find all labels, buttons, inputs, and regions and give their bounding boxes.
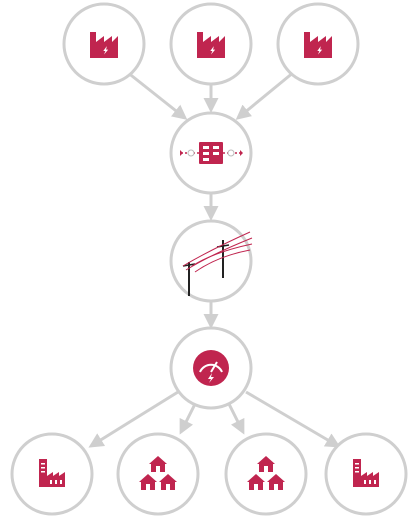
node-meter bbox=[169, 326, 253, 410]
factory-icon bbox=[90, 32, 118, 58]
edge-meter-industrial2 bbox=[245, 390, 341, 448]
connector-lines bbox=[88, 70, 341, 448]
edge-plant1-substation bbox=[126, 70, 188, 120]
node-residential-consumer-1 bbox=[116, 432, 200, 516]
industrial-building-icon bbox=[353, 459, 379, 487]
edge-meter-industrial1 bbox=[88, 390, 179, 448]
houses-icon bbox=[247, 456, 285, 490]
node-power-plant-3 bbox=[276, 2, 360, 86]
node-power-plant-1 bbox=[62, 2, 146, 86]
edge-meter-residential2 bbox=[227, 403, 245, 435]
node-power-plant-2 bbox=[169, 2, 253, 86]
factory-icon bbox=[304, 32, 332, 58]
node-industrial-consumer-1 bbox=[10, 432, 94, 516]
factory-icon bbox=[197, 32, 225, 58]
meter-gauge-icon bbox=[193, 350, 229, 386]
industrial-building-icon bbox=[39, 459, 65, 487]
edge-plant3-substation bbox=[235, 70, 295, 120]
node-transmission bbox=[169, 219, 253, 303]
houses-icon bbox=[139, 456, 177, 490]
power-line-icon bbox=[182, 231, 253, 296]
node-industrial-consumer-2 bbox=[324, 432, 408, 516]
transformer-icon bbox=[180, 142, 243, 164]
edge-meter-residential1 bbox=[179, 403, 197, 435]
node-substation bbox=[169, 111, 253, 195]
node-residential-consumer-2 bbox=[224, 432, 308, 516]
